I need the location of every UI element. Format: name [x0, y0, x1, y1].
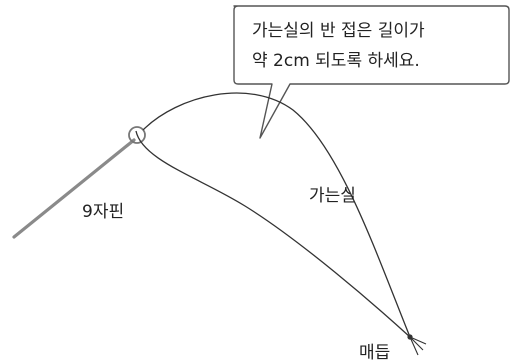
callout-text: 가는실의 반 접은 길이가 약 2cm 되도록 하세요.: [252, 16, 425, 76]
knot-label: 매듭: [359, 343, 391, 363]
thread-upper-strand: [142, 92, 411, 338]
pin-label: 9자핀: [82, 202, 125, 222]
knot-thread-tails: [409, 336, 427, 356]
nine-pin-loop: [128, 126, 146, 144]
thread-label: 가는실: [309, 186, 356, 206]
callout-line-1: 가는실의 반 접은 길이가: [252, 21, 425, 41]
nine-pin-shaft: [12, 138, 136, 239]
callout-bubble: [233, 5, 510, 139]
thread-lower-strand: [135, 130, 411, 338]
callout-line-2: 약 2cm 되도록 하세요.: [252, 51, 420, 71]
